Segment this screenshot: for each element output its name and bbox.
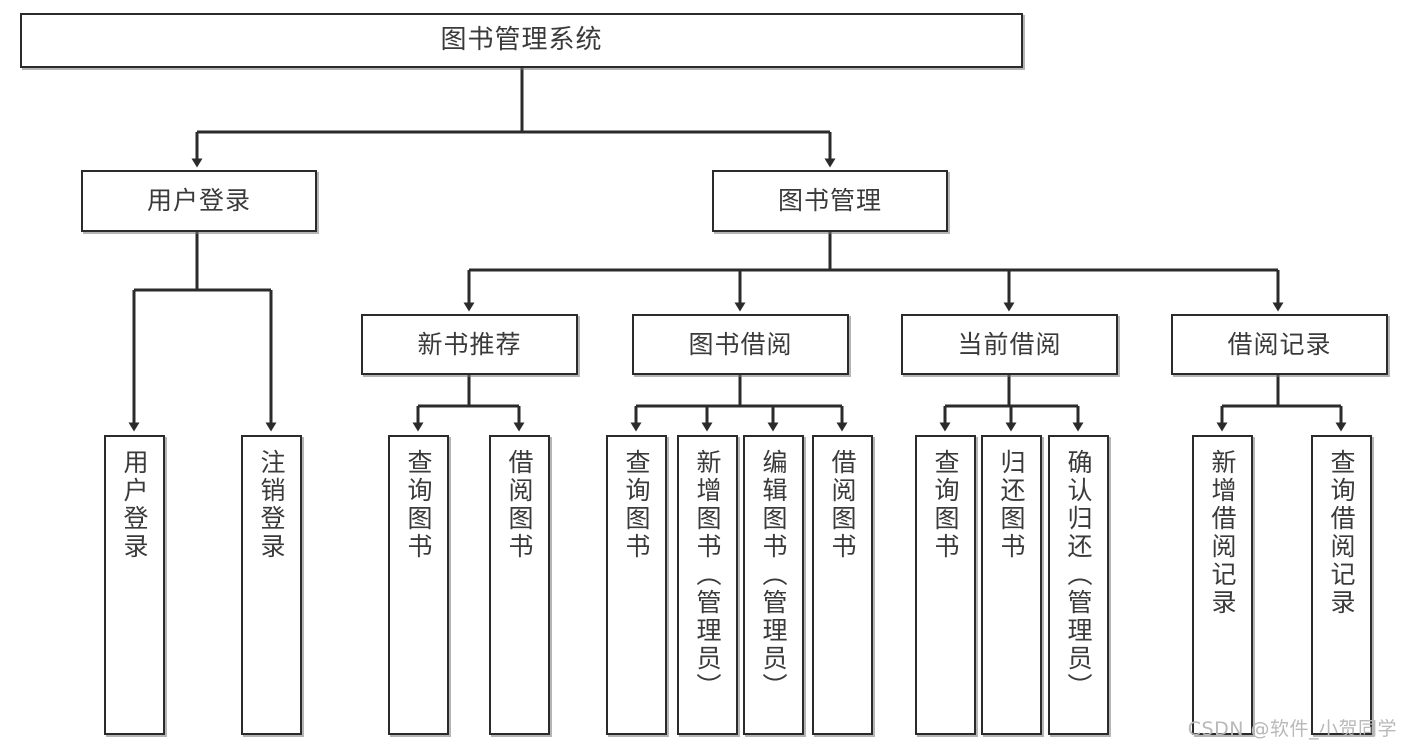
node-leaf-edit-book-label: 编辑图书（管理员）: [759, 449, 788, 701]
node-leaf-borrow-book-2-label: 借阅图书: [828, 449, 857, 561]
node-new-book-recommend[interactable]: 新书推荐: [361, 314, 578, 375]
node-leaf-query-record[interactable]: 查询借阅记录: [1311, 435, 1372, 735]
node-leaf-return-book[interactable]: 归还图书: [981, 435, 1042, 735]
node-leaf-query-record-label: 查询借阅记录: [1327, 449, 1356, 617]
node-book-borrow-label: 图书借阅: [688, 329, 793, 359]
node-leaf-borrow-book-1-label: 借阅图书: [505, 449, 534, 561]
node-leaf-user-login[interactable]: 用户登录: [104, 435, 165, 735]
node-leaf-add-book[interactable]: 新增图书（管理员）: [677, 435, 738, 735]
node-leaf-return-book-label: 归还图书: [997, 449, 1026, 561]
node-leaf-logout-login[interactable]: 注销登录: [241, 435, 302, 735]
node-leaf-query-book-1[interactable]: 查询图书: [388, 435, 449, 735]
node-book-manage[interactable]: 图书管理: [712, 170, 948, 232]
node-leaf-add-record[interactable]: 新增借阅记录: [1192, 435, 1253, 735]
node-leaf-logout-login-label: 注销登录: [257, 449, 286, 561]
node-leaf-borrow-book-1[interactable]: 借阅图书: [489, 435, 550, 735]
node-book-manage-label: 图书管理: [777, 186, 882, 216]
node-leaf-add-record-label: 新增借阅记录: [1208, 449, 1237, 617]
node-leaf-query-book-2-label: 查询图书: [622, 449, 651, 561]
node-leaf-add-book-label: 新增图书（管理员）: [693, 449, 722, 701]
node-leaf-user-login-label: 用户登录: [120, 449, 149, 561]
node-root[interactable]: 图书管理系统: [20, 13, 1023, 68]
node-leaf-confirm-return[interactable]: 确认归还（管理员）: [1048, 435, 1109, 735]
node-leaf-confirm-return-label: 确认归还（管理员）: [1064, 449, 1093, 701]
node-root-label: 图书管理系统: [440, 25, 603, 56]
node-user-login-label: 用户登录: [146, 186, 251, 216]
node-leaf-borrow-book-2[interactable]: 借阅图书: [812, 435, 873, 735]
node-leaf-query-book-1-label: 查询图书: [404, 449, 433, 561]
node-leaf-query-book-3[interactable]: 查询图书: [915, 435, 976, 735]
node-new-book-recommend-label: 新书推荐: [417, 329, 522, 359]
node-user-login[interactable]: 用户登录: [81, 170, 317, 232]
node-current-borrow-label: 当前借阅: [957, 329, 1062, 359]
node-leaf-edit-book[interactable]: 编辑图书（管理员）: [743, 435, 804, 735]
node-leaf-query-book-2[interactable]: 查询图书: [606, 435, 667, 735]
node-borrow-record-label: 借阅记录: [1227, 329, 1332, 359]
node-current-borrow[interactable]: 当前借阅: [901, 314, 1118, 375]
node-leaf-query-book-3-label: 查询图书: [931, 449, 960, 561]
node-borrow-record[interactable]: 借阅记录: [1171, 314, 1388, 375]
watermark: CSDN @软件_小贺同学: [1187, 718, 1397, 740]
node-book-borrow[interactable]: 图书借阅: [632, 314, 849, 375]
